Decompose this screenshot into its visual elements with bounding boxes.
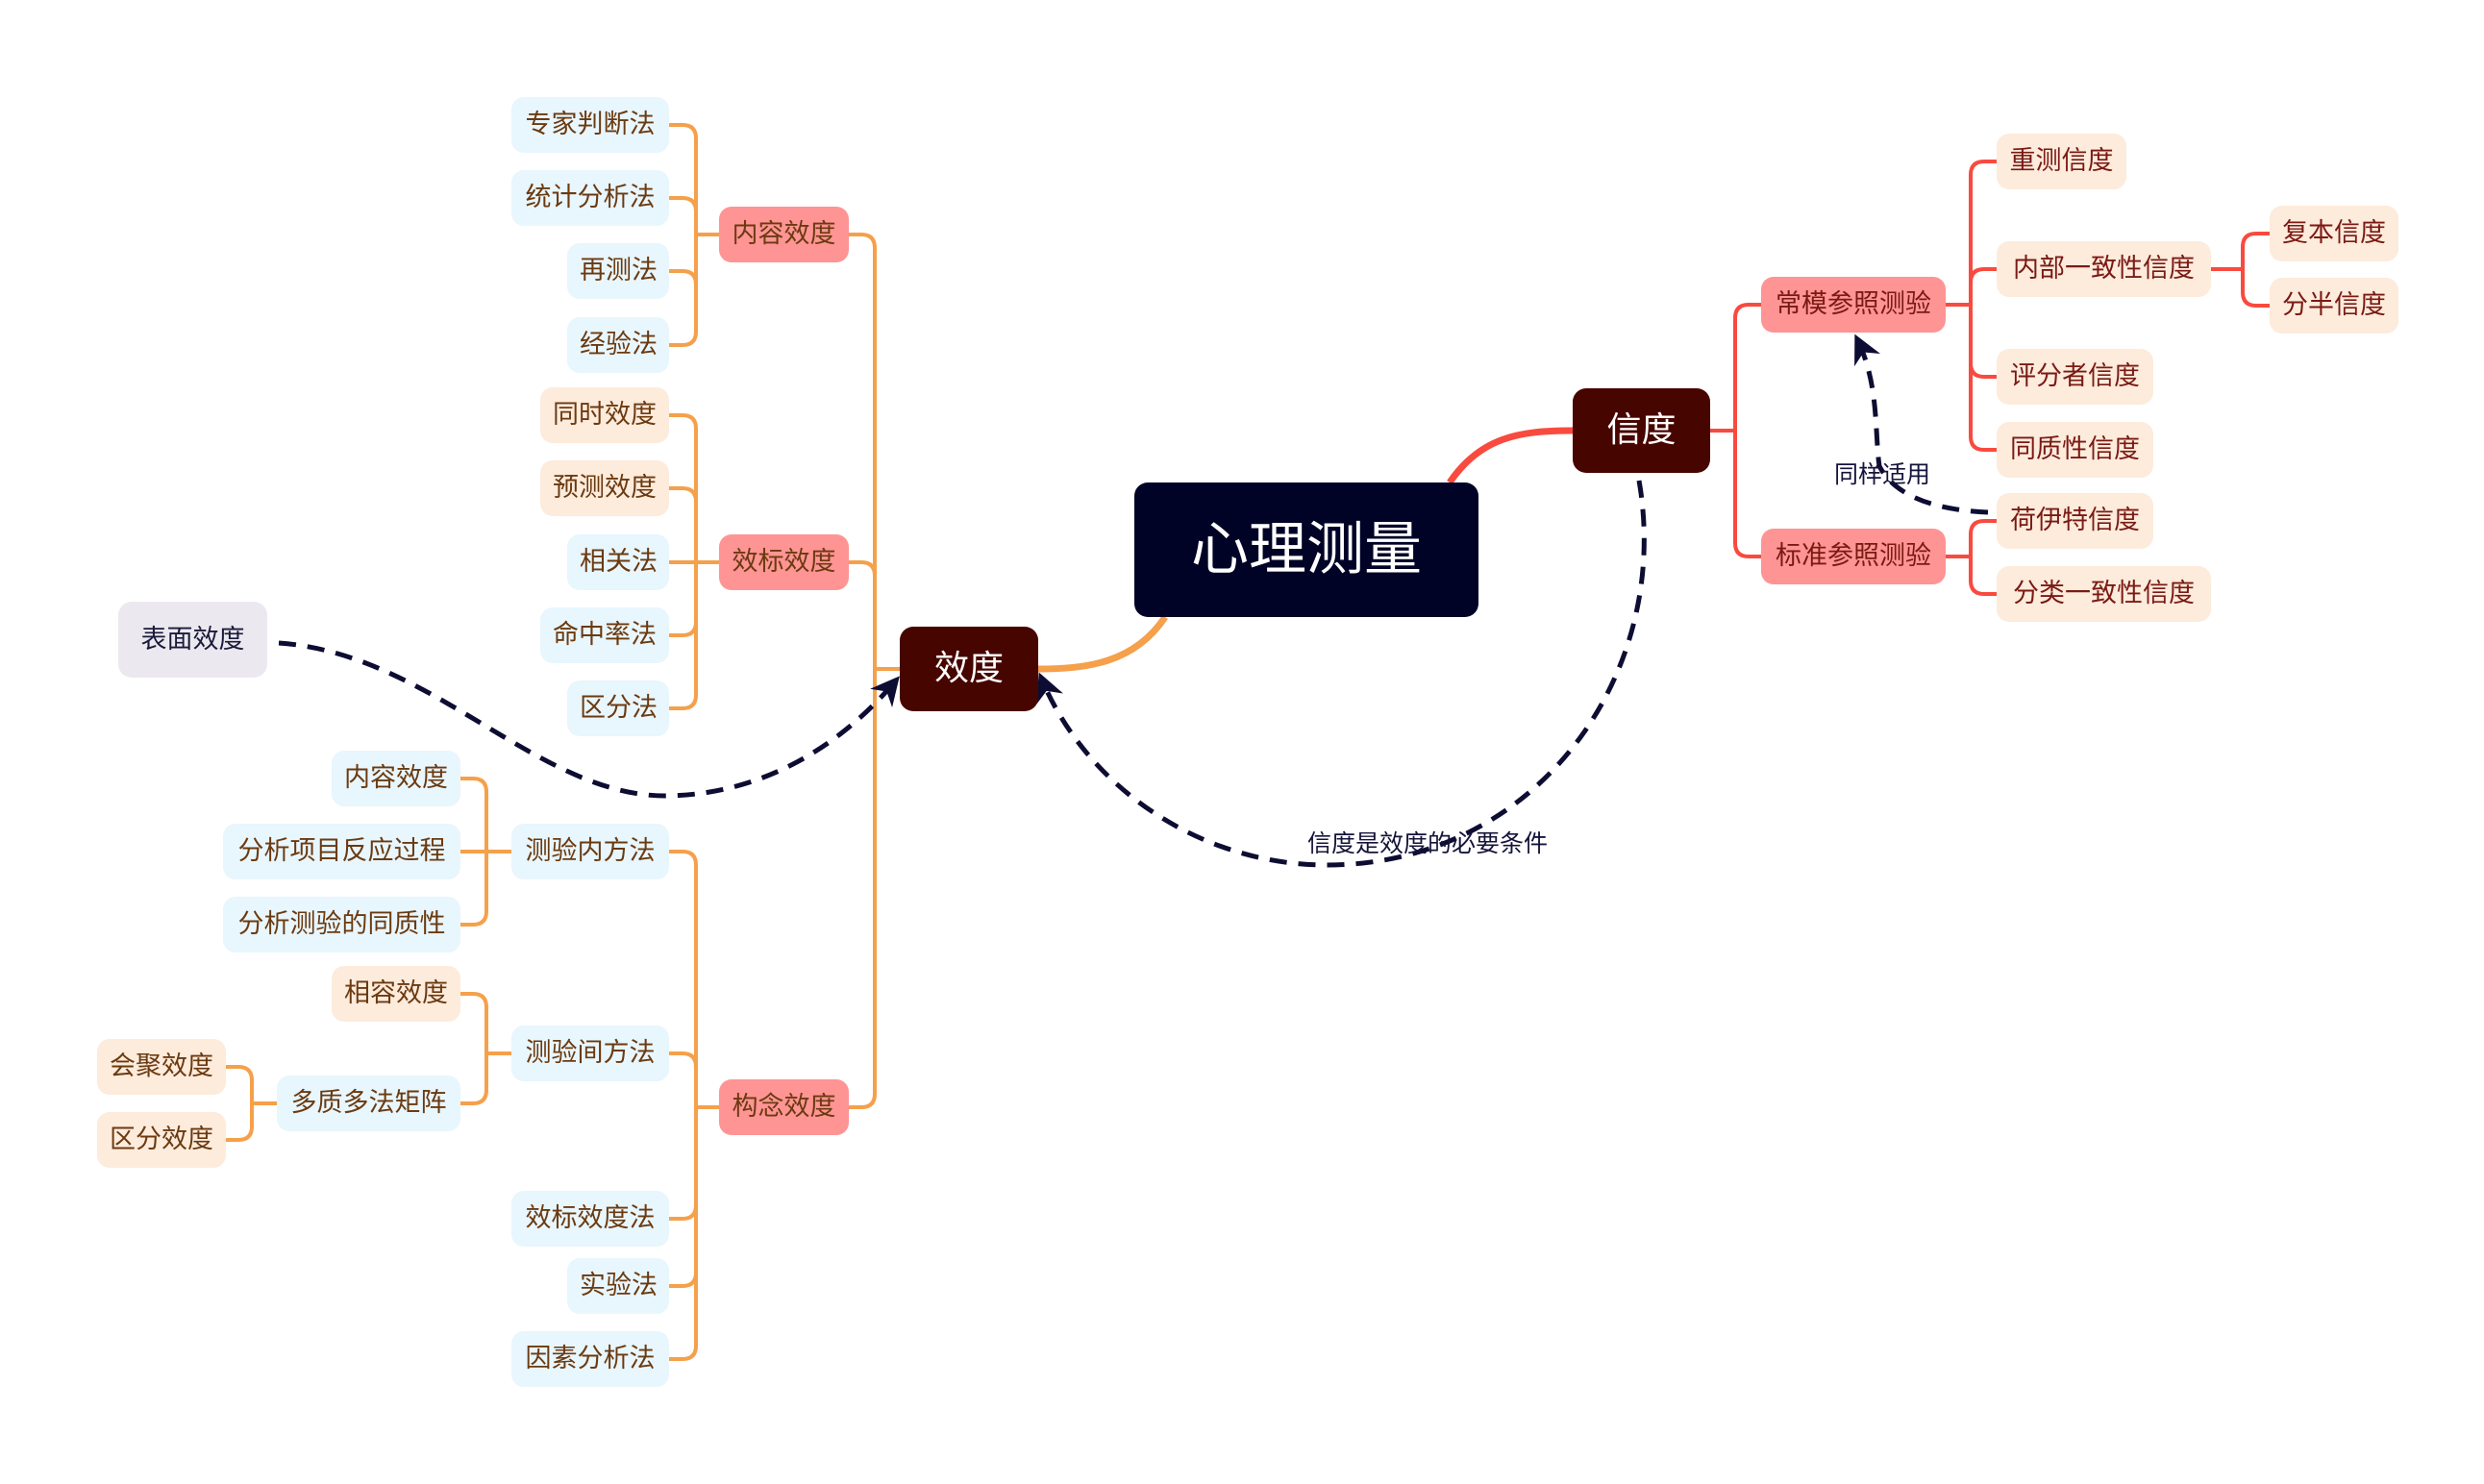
topic-discriminant-validity[interactable]: 区分效度 — [97, 1112, 226, 1168]
topic-concurrent-validity[interactable]: 同时效度 — [540, 387, 669, 443]
topic-validity[interactable]: 效度 — [900, 627, 1038, 711]
topic-content-validity[interactable]: 内容效度 — [719, 207, 849, 262]
topic-item-response-process[interactable]: 分析项目反应过程 — [223, 824, 460, 879]
topic-test-retest-reliability[interactable]: 重测信度 — [1997, 134, 2126, 189]
topic-criterion-referenced-test[interactable]: 标准参照测验 — [1761, 529, 1946, 584]
topic-reliability[interactable]: 信度 — [1573, 388, 1710, 473]
topic-reliability-label: 信度 — [1606, 410, 1677, 450]
topic-experimental-method[interactable]: 实验法 — [567, 1258, 669, 1314]
relationship-label-necessary-condition[interactable]: 信度是效度的必要条件 — [1307, 829, 1549, 857]
topic-within-test-methods[interactable]: 测验内方法 — [511, 824, 669, 879]
topic-discrimination-method[interactable]: 区分法 — [567, 680, 669, 736]
topic-convergent-validity[interactable]: 会聚效度 — [97, 1039, 226, 1095]
topic-retest-method[interactable]: 再测法 — [567, 243, 669, 299]
topic-factor-analysis[interactable]: 因素分析法 — [511, 1331, 669, 1387]
topic-alternate-form-reliability[interactable]: 复本信度 — [2270, 206, 2398, 261]
topic-within-content-validity[interactable]: 内容效度 — [332, 751, 460, 806]
topic-empirical-method[interactable]: 经验法 — [567, 317, 669, 373]
reliability-connectors — [1710, 160, 2270, 596]
topic-mtmm-matrix[interactable]: 多质多法矩阵 — [277, 1076, 460, 1131]
topic-congruent-validity[interactable]: 相容效度 — [332, 966, 460, 1022]
topic-norm-referenced-test[interactable]: 常模参照测验 — [1761, 277, 1946, 333]
root-topic-label: 心理测量 — [1191, 516, 1422, 583]
topic-expert-judgment[interactable]: 专家判断法 — [511, 97, 669, 153]
relationship-hoyt-norm — [1854, 334, 1989, 515]
topic-criterion-validity-method[interactable]: 效标效度法 — [511, 1191, 669, 1247]
root-topic[interactable]: 心理测量 — [1134, 482, 1478, 617]
relationship-reliability-validity — [1036, 480, 1647, 868]
topic-test-homogeneity[interactable]: 分析测验的同质性 — [223, 897, 460, 952]
relationship-label-also-applies[interactable]: 同样适用 — [1834, 460, 1931, 488]
topic-split-half-reliability[interactable]: 分半信度 — [2270, 278, 2398, 334]
topic-validity-label: 效度 — [933, 649, 1004, 688]
topic-classification-consistency[interactable]: 分类一致性信度 — [1997, 566, 2211, 622]
link-root-reliability — [1447, 427, 1574, 484]
topic-homogeneity-reliability[interactable]: 同质性信度 — [1997, 422, 2153, 478]
topic-predictive-validity[interactable]: 预测效度 — [540, 460, 669, 516]
topic-face-validity[interactable]: 表面效度 — [118, 602, 267, 678]
link-root-validity — [1037, 615, 1168, 673]
topic-hoyt-reliability[interactable]: 荷伊特信度 — [1997, 493, 2153, 549]
topic-internal-consistency[interactable]: 内部一致性信度 — [1997, 241, 2211, 297]
topic-rater-reliability[interactable]: 评分者信度 — [1997, 349, 2153, 405]
topic-between-test-methods[interactable]: 测验间方法 — [511, 1026, 669, 1081]
validity-connectors — [226, 123, 900, 1361]
topic-construct-validity[interactable]: 构念效度 — [719, 1079, 849, 1135]
topic-criterion-validity[interactable]: 效标效度 — [719, 534, 849, 590]
topic-hit-rate-method[interactable]: 命中率法 — [540, 607, 669, 663]
topic-statistical-analysis[interactable]: 统计分析法 — [511, 170, 669, 226]
topic-correlation-method[interactable]: 相关法 — [567, 534, 669, 590]
relationship-face-validity — [278, 640, 900, 799]
